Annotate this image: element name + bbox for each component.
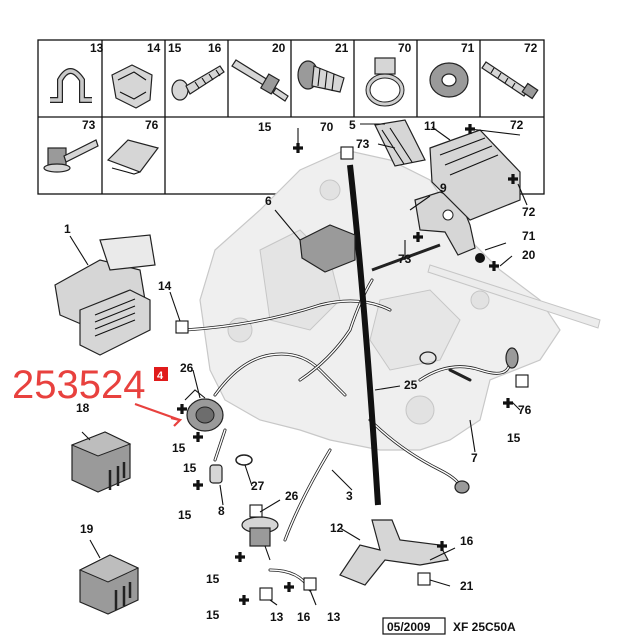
spring-clip-icon	[111, 64, 153, 109]
callout-15: 15	[507, 431, 521, 445]
callout-14: 14	[158, 279, 172, 293]
cross-markers	[177, 124, 518, 605]
leader-lines	[69, 123, 528, 606]
callout-6: 6	[265, 194, 272, 208]
callout-15: 15	[178, 508, 192, 522]
flange-bolt-icon	[43, 139, 99, 173]
table-cell-label: 71	[461, 41, 475, 55]
relay-part-18	[70, 431, 132, 493]
callout-1: 1	[64, 222, 71, 236]
footer-code: XF 25C50A	[453, 620, 516, 634]
sensor-part-8	[209, 464, 223, 484]
oring-part-27	[235, 454, 253, 466]
callout-labels: 1 3 5 6 7 8 9 11 12 13 13 14 15 15 15 15…	[64, 118, 536, 624]
washer-icon	[429, 62, 469, 98]
callout-5: 5	[349, 118, 356, 132]
highlight-marker-box	[154, 367, 168, 381]
callout-15: 15	[206, 608, 220, 622]
callout-9: 9	[440, 181, 447, 195]
callout-72: 72	[510, 118, 524, 132]
callout-15: 15	[183, 461, 197, 475]
callout-11: 11	[424, 119, 437, 133]
table-cell-label: 15	[168, 41, 182, 55]
dot-marker-71	[475, 253, 485, 263]
table-cell-label: 21	[335, 41, 349, 55]
callout-13: 13	[327, 610, 341, 624]
highlight-marker-label: 4	[157, 370, 164, 382]
callout-20: 20	[522, 248, 536, 262]
module-part-11	[429, 129, 521, 221]
relay-part-19	[78, 554, 140, 615]
gearbox-housing	[199, 149, 601, 451]
table-cell-label: 14	[147, 41, 161, 55]
push-rivet-icon	[297, 60, 345, 93]
stud-bolt-icon	[231, 59, 289, 102]
connector-clip-icon	[106, 139, 160, 175]
control-unit-part-1	[54, 234, 156, 356]
table-cell-label: 16	[208, 41, 222, 55]
callout-70: 70	[320, 120, 334, 134]
table-cell-label: 20	[272, 41, 286, 55]
callout-26: 26	[180, 361, 194, 375]
table-cell-label: 73	[82, 118, 96, 132]
callout-15: 15	[206, 572, 220, 586]
callout-12: 12	[330, 521, 344, 535]
callout-16: 16	[297, 610, 311, 624]
footer: 05/2009 XF 25C50A	[382, 617, 516, 635]
footer-date: 05/2009	[387, 620, 431, 634]
connector-part-7	[454, 347, 519, 494]
callout-16: 16	[460, 534, 474, 548]
callout-73: 73	[398, 252, 412, 266]
table-cell-label: 72	[524, 41, 538, 55]
hose-clip-icon	[365, 57, 405, 107]
actuator-part-6	[299, 224, 356, 273]
sensor-part-4	[184, 389, 224, 432]
table-cell-label: 70	[398, 41, 412, 55]
callout-21: 21	[460, 579, 474, 593]
callout-8: 8	[218, 504, 225, 518]
clip-part-25	[419, 351, 472, 382]
callout-19: 19	[80, 522, 94, 536]
bracket-part-12	[339, 519, 449, 586]
callout-13: 13	[270, 610, 284, 624]
callout-3: 3	[346, 489, 353, 503]
screw-icon	[171, 65, 225, 101]
table-cell-label: 76	[145, 118, 159, 132]
callout-72: 72	[522, 205, 536, 219]
callout-15: 15	[172, 441, 186, 455]
sensor-part-26	[241, 516, 279, 561]
callout-73: 73	[356, 137, 370, 151]
callout-18: 18	[76, 401, 90, 415]
callout-76: 76	[518, 403, 532, 417]
reference-number: 253524	[12, 363, 145, 407]
long-screw-icon	[481, 61, 539, 100]
callout-15: 15	[258, 120, 272, 134]
callout-7: 7	[471, 451, 478, 465]
callout-25: 25	[404, 378, 418, 392]
clamp-icon	[50, 68, 92, 103]
callout-27: 27	[251, 479, 265, 493]
callout-71: 71	[522, 229, 536, 243]
parts-table: 13 14 15 16 20 21 70 71 72 73 76	[37, 39, 545, 195]
callout-26: 26	[285, 489, 299, 503]
table-cell-label: 13	[90, 41, 104, 55]
